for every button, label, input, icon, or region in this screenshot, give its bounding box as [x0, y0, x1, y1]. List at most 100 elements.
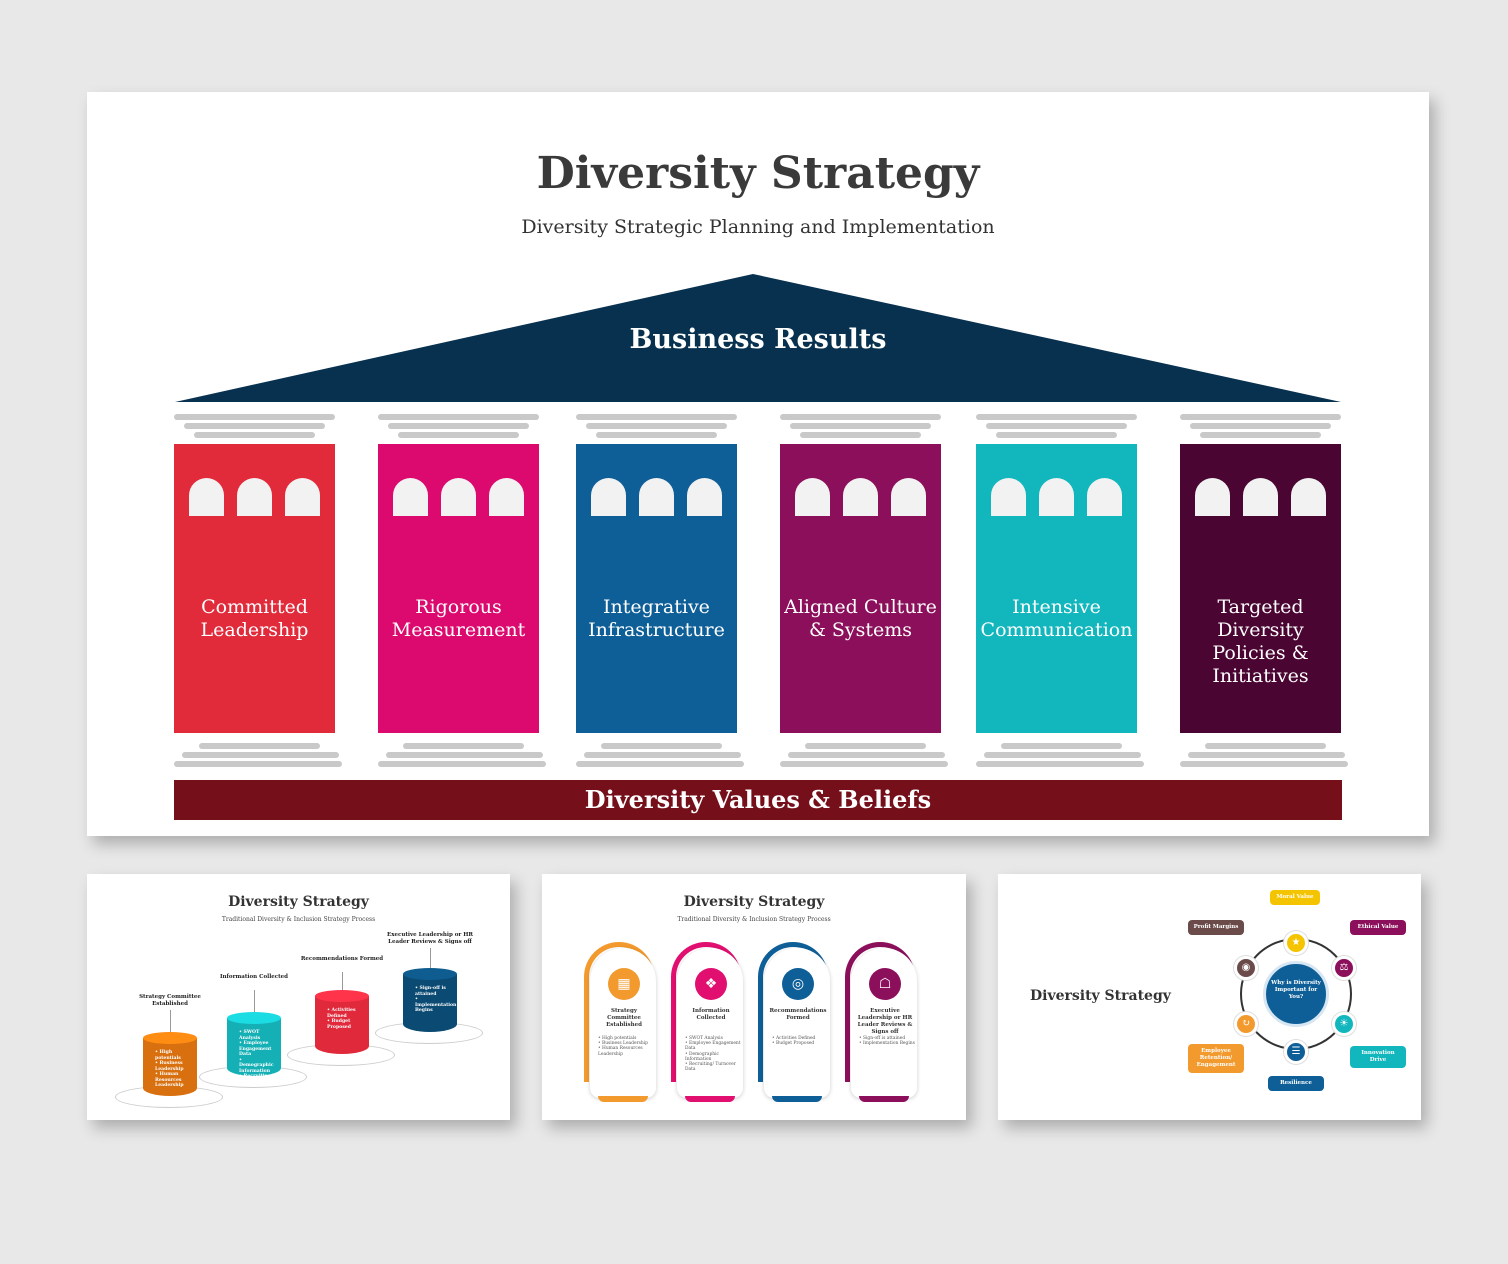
team-icon: ▦: [608, 968, 640, 1000]
main-subtitle: Diversity Strategic Planning and Impleme…: [521, 216, 995, 238]
capital-bar: [596, 432, 717, 438]
arch-window: [843, 478, 878, 516]
pillar-label: Committed Leadership: [200, 596, 309, 641]
card-arc: [845, 942, 915, 1082]
plinth-bar: [1188, 752, 1345, 758]
arch-window: [687, 478, 722, 516]
pillar-4[interactable]: Aligned Culture & Systems: [780, 444, 941, 733]
meeting-icon: ◎: [782, 968, 814, 1000]
card-item: • Business Leadership: [598, 1041, 648, 1047]
capital-bar: [1180, 414, 1341, 420]
cylinder-item: • Budget Proposed: [327, 1019, 351, 1030]
process-card-4[interactable]: ☖ Executive Leadership or HR Leader Revie…: [845, 942, 917, 1102]
card-items: • SWOT Analysis• Employee Engagement Dat…: [685, 1036, 741, 1072]
coins-icon: ◉: [1234, 956, 1258, 980]
capital-bar: [800, 432, 921, 438]
card-arc: [584, 942, 654, 1082]
cylinder-step-4[interactable]: • Sign-off is attained• Implementation B…: [403, 968, 457, 1032]
card-arc: [758, 942, 828, 1082]
step-label: Information Collected: [219, 974, 289, 980]
step-label: Recommendations Formed: [300, 956, 384, 962]
card-item: • Employee Engagement Data: [685, 1041, 741, 1052]
capital-bar: [976, 414, 1137, 420]
arch-window: [591, 478, 626, 516]
cylinder-item: • Demographic Information: [239, 1057, 274, 1074]
capital-bar: [586, 423, 727, 429]
arches: [174, 478, 335, 516]
arches: [576, 478, 737, 516]
arches: [1180, 478, 1341, 516]
process-card-3[interactable]: ◎Recommendations Formed• Activities Defi…: [758, 942, 830, 1102]
plinth-bar: [780, 761, 948, 767]
cylinder-items: • SWOT Analysis• Employee Engagement Dat…: [235, 1030, 277, 1085]
connector-line: [342, 972, 343, 990]
pillar-3[interactable]: Integrative Infrastructure: [576, 444, 737, 733]
plinth-bar: [1205, 743, 1326, 749]
arch-window: [795, 478, 830, 516]
capital-bar: [790, 423, 931, 429]
plinth-bar: [1001, 743, 1122, 749]
slide2-title: Diversity Strategy: [683, 894, 825, 910]
org-icon: ☖: [869, 968, 901, 1000]
thumbnail-slide-hub[interactable]: Diversity Strategy Why is Diversity Impo…: [998, 874, 1421, 1120]
plinth-bar: [584, 752, 741, 758]
base-label: Diversity Values & Beliefs: [174, 780, 1342, 820]
card-items: • Sign-off is attained• Implementation B…: [859, 1036, 915, 1046]
plinth-bar: [576, 761, 744, 767]
capital-bar: [1190, 423, 1331, 429]
capital-bar: [184, 423, 325, 429]
arch-window: [639, 478, 674, 516]
cylinder-step-3[interactable]: • Activities Defined• Budget Proposed: [315, 990, 369, 1054]
cylinder-top: [403, 968, 457, 980]
arch-window: [393, 478, 428, 516]
cylinder-item: • High potentials: [155, 1050, 181, 1061]
card-title: Strategy Committee Established: [606, 1008, 642, 1028]
scale-icon: ⚖: [1332, 956, 1356, 980]
hub-tag: Innovation Drive: [1350, 1046, 1406, 1068]
capital-bar: [174, 414, 335, 420]
thumbnail-slide-cards[interactable]: Diversity Strategy Traditional Diversity…: [542, 874, 966, 1120]
arch-window: [489, 478, 524, 516]
plinth-bar: [1180, 761, 1348, 767]
hub-tag: Ethical Value: [1350, 920, 1406, 935]
connector-line: [170, 1010, 171, 1032]
slide2-subtitle: Traditional Diversity & Inclusion Strate…: [677, 916, 831, 923]
card-items: • High potentials• Business Leadership• …: [598, 1036, 654, 1057]
capital-bar: [780, 414, 941, 420]
card-items: • Activities Defined• Budget Proposed: [772, 1036, 828, 1046]
plinth-bar: [386, 752, 543, 758]
hub-label: Why is Diversity Important for You?: [1271, 980, 1321, 1000]
refresh-icon: ↻: [1234, 1012, 1258, 1036]
plinth-bar: [403, 743, 524, 749]
slide1-subtitle: Traditional Diversity & Inclusion Strate…: [221, 916, 376, 923]
pillar-label: Intensive Communication: [980, 596, 1133, 641]
process-card-1[interactable]: ▦ Strategy Committee Established • High po…: [584, 942, 656, 1102]
capital-bar: [194, 432, 315, 438]
cylinder-item: • SWOT Analysis: [239, 1030, 261, 1041]
cylinder-step-1[interactable]: • High potentials• Business Leadership• …: [143, 1032, 197, 1096]
pillar-1[interactable]: Committed Leadership: [174, 444, 335, 733]
main-slide[interactable]: Diversity Strategy Diversity Strategic P…: [87, 92, 1429, 836]
hub-tag: Profit Margins: [1188, 920, 1244, 935]
card-foot: [598, 1096, 648, 1102]
card-item: • Activities Defined: [772, 1036, 816, 1041]
pillar-5[interactable]: Intensive Communication: [976, 444, 1137, 733]
arch-window: [1039, 478, 1074, 516]
star-icon: ★: [1284, 931, 1308, 955]
process-card-2[interactable]: ❖Information Collected• SWOT Analysis• E…: [671, 942, 743, 1102]
cylinder-step-2[interactable]: • SWOT Analysis• Employee Engagement Dat…: [227, 1012, 281, 1085]
capital-bar: [996, 432, 1117, 438]
card-item: • High potentials: [598, 1036, 637, 1041]
slide3-title: Diversity Strategy: [1030, 988, 1171, 1004]
arches: [976, 478, 1137, 516]
hub-tag: Resilience: [1268, 1076, 1324, 1091]
pillar-label: Aligned Culture & Systems: [784, 596, 937, 641]
capital-bar: [576, 414, 737, 420]
pillar-6[interactable]: Targeted Diversity Policies & Initiative…: [1180, 444, 1341, 733]
cylinder-top: [315, 990, 369, 1002]
thumbnail-slide-cylinders[interactable]: Diversity Strategy Traditional Diversity…: [87, 874, 510, 1120]
card-title: Executive Leadership or HR Leader Review…: [857, 1008, 913, 1035]
arch-window: [1243, 478, 1278, 516]
pillar-2[interactable]: Rigorous Measurement: [378, 444, 539, 733]
capital-bar: [398, 432, 519, 438]
